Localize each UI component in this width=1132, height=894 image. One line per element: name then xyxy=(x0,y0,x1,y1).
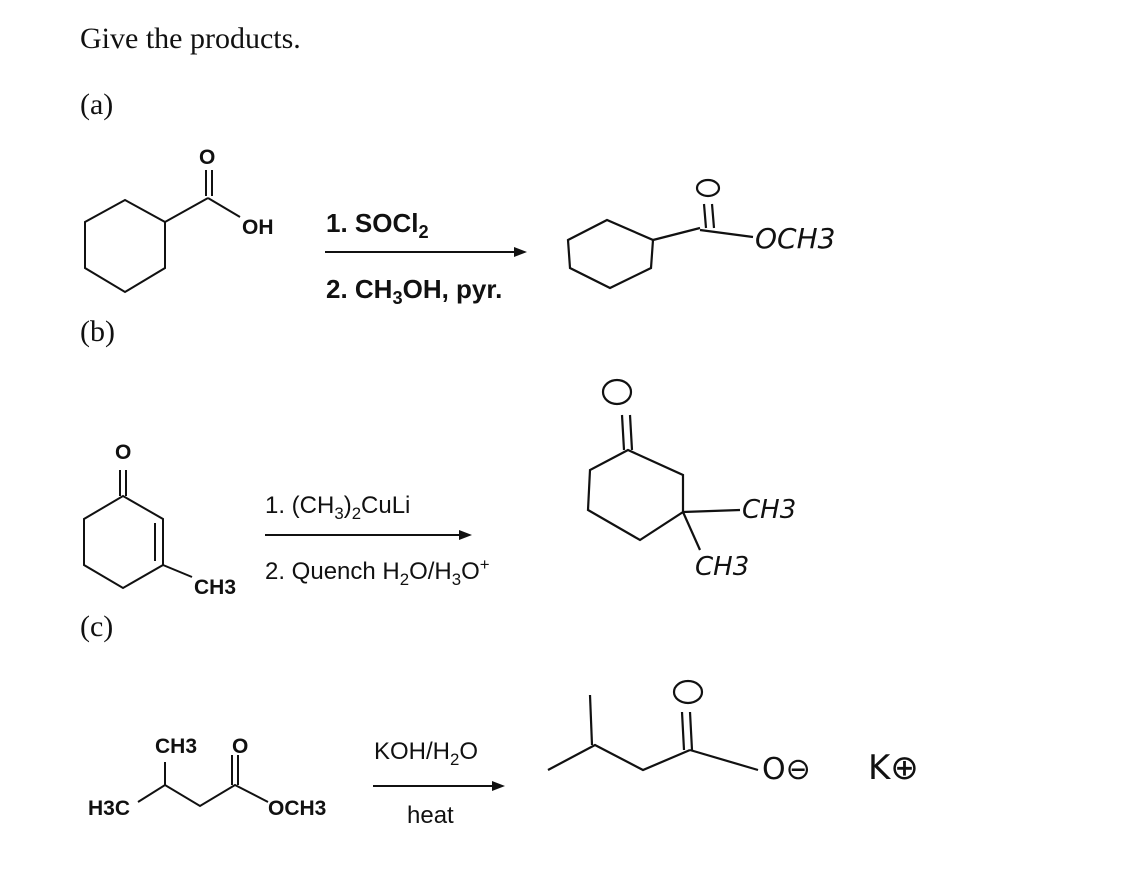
part-a-arrowhead xyxy=(514,247,527,257)
part-c-product-oxygen: O xyxy=(682,684,684,686)
part-b-reactant-oxygen: O xyxy=(115,441,132,464)
part-c-reactant-och3: OCH3 xyxy=(268,797,327,820)
part-a-reactant-chain xyxy=(164,197,209,223)
part-c-label: (c) xyxy=(80,610,114,643)
part-a-product-drawing xyxy=(566,178,754,290)
part-b-reactant-methyl-bond xyxy=(162,564,193,578)
part-a-reactant-oxygen: O xyxy=(199,146,216,169)
part-a-reactant-ring xyxy=(84,198,166,294)
part-a-reagent-2: 2. CH3OH, pyr. xyxy=(326,274,503,309)
part-a-label: (a) xyxy=(80,88,114,121)
part-c-reagent-2: heat xyxy=(407,802,454,829)
part-b-product-oxygen: O xyxy=(611,384,613,386)
part-b-reactant-ring xyxy=(83,494,164,590)
part-b-arrowhead xyxy=(459,530,472,540)
part-b-reactant-methyl: CH3 xyxy=(194,576,237,599)
part-a-reactant-c-o-bond xyxy=(207,197,241,218)
part-a-product-oxygen: O xyxy=(700,167,702,169)
part-b-reagent-1: 1. (CH3)2CuLi xyxy=(265,492,411,523)
part-c-reactant-oxygen: O xyxy=(232,735,249,758)
part-c-arrowhead xyxy=(492,781,505,791)
part-a-reagent-1: 1. SOCl2 xyxy=(326,208,429,243)
part-c-product-cation: K⊕ xyxy=(868,748,919,788)
part-c-product-anion: O⊖ xyxy=(762,752,811,787)
part-b-product-methyl-1: CH3 xyxy=(742,495,797,525)
part-b-product-drawing xyxy=(586,378,741,551)
part-c-product-drawing xyxy=(547,679,759,772)
part-c-reagent-1: KOH/H2O xyxy=(374,738,479,769)
part-b-label: (b) xyxy=(80,315,115,348)
page-title: Give the products. xyxy=(80,22,301,55)
part-c-reactant-ch3: CH3 xyxy=(155,735,198,758)
part-a-product-group: OCH3 xyxy=(755,222,836,255)
part-a-reactant-oh: OH xyxy=(242,216,274,239)
part-b-reagent-2: 2. Quench H2O/H3O+ xyxy=(265,555,490,589)
part-c-reactant-h3c: H3C xyxy=(88,797,131,820)
part-c-reactant-chain xyxy=(137,783,269,808)
part-b-product-methyl-2: CH3 xyxy=(695,552,750,582)
